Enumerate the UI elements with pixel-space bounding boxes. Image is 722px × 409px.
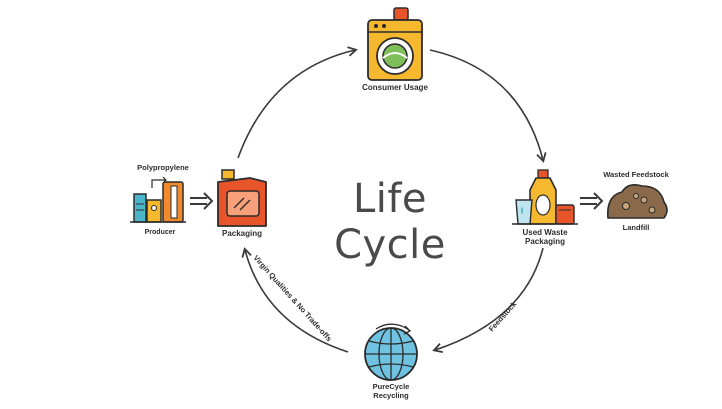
edge-label-feedstock: Feedstock <box>487 299 519 333</box>
washing-machine-icon <box>367 7 423 81</box>
label-purecycle-recycling: PureCycle Recycling <box>356 382 426 400</box>
arc-purecycle-to-packaging <box>241 247 349 353</box>
center-title: Life Cycle <box>334 176 446 268</box>
label-used-waste-line2: Packaging <box>524 237 565 246</box>
label-purecycle-line1: PureCycle <box>372 382 410 391</box>
label-wasted-feedstock: Wasted Feedstock <box>603 170 669 179</box>
arrow-producer-to-packaging <box>190 192 214 210</box>
label-purecycle-line2: Recycling <box>373 390 409 400</box>
arc-used-waste-to-purecycle <box>432 247 544 354</box>
label-consumer-usage: Consumer Usage <box>362 83 428 92</box>
arc-packaging-to-consumer <box>237 46 358 159</box>
factory-icon <box>130 176 186 223</box>
jerry-can-icon <box>217 169 267 227</box>
label-producer: Producer <box>144 229 176 236</box>
globe-icon <box>364 323 418 381</box>
label-used-waste-line1: Used Waste <box>522 228 568 237</box>
label-used-waste-packaging: Used Waste Packaging <box>508 228 582 246</box>
label-landfill: Landfill <box>622 223 650 232</box>
arrow-used-waste-to-landfill <box>580 192 604 210</box>
landfill-pile-icon <box>606 184 668 219</box>
label-polypropylene: Polypropylene <box>137 163 189 172</box>
waste-bottles-icon <box>512 169 578 225</box>
arc-consumer-to-used-waste <box>429 49 547 163</box>
label-packaging: Packaging <box>221 229 262 238</box>
